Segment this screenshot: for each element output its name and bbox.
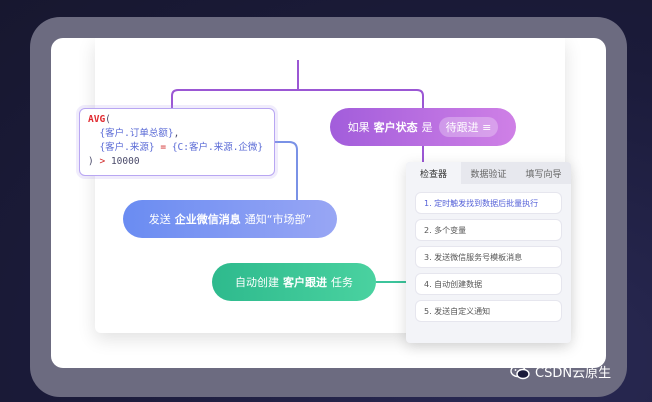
flow-editor-screen: AVG( {客户.订单总额}, {客户.来源} = {C:客户.来源.企微} )… <box>51 38 606 368</box>
watermark-text: CSDN云原生 <box>535 366 612 381</box>
formula-arg-source-value: {C:客户.来源.企微} <box>171 142 264 153</box>
panel-tabs: 检查器 数据验证 填写向导 <box>406 162 571 184</box>
formula-line-1: AVG( <box>88 113 266 127</box>
formula-arg-source: {客户.来源} <box>99 142 155 153</box>
list-item[interactable]: 1. 定时触发找到数据后批量执行 <box>415 192 562 214</box>
task-prefix: 自动创建 <box>235 276 279 289</box>
formula-equals: = <box>160 142 167 153</box>
formula-arg-order-total: {客户.订单总额} <box>99 128 174 139</box>
formula-greater-than: > <box>99 156 106 167</box>
formula-line-2: {客户.订单总额}, <box>88 127 266 141</box>
condition-node[interactable]: 如果 客户状态 是 待跟进 ≡ <box>330 108 516 146</box>
formula-line-3: {客户.来源} = {C:客户.来源.企微} <box>88 141 266 155</box>
tab-fill-wizard[interactable]: 填写向导 <box>525 169 562 180</box>
flow-connectors <box>171 60 424 283</box>
wechat-icon <box>510 364 530 380</box>
send-message-node[interactable]: 发送 企业微信消息 通知 “市场部” <box>123 200 337 238</box>
formula-line-4: ) > 10000 <box>88 155 266 169</box>
condition-field: 客户状态 <box>373 121 418 134</box>
list-item[interactable]: 5. 发送自定义通知 <box>415 300 562 322</box>
formula-function: AVG <box>88 114 106 125</box>
formula-node[interactable]: AVG( {客户.订单总额}, {客户.来源} = {C:客户.来源.企微} )… <box>79 108 275 176</box>
condition-verb: 是 <box>421 121 433 134</box>
formula-close-paren: ) <box>88 156 94 167</box>
inspector-panel: 检查器 数据验证 填写向导 1. 定时触发找到数据后批量执行 2. 多个变量 3… <box>406 162 571 343</box>
tab-data-validation[interactable]: 数据验证 <box>470 169 507 180</box>
connector-branch <box>171 89 424 108</box>
send-verb: 通知 <box>244 213 267 226</box>
panel-item-list: 1. 定时触发找到数据后批量执行 2. 多个变量 3. 发送微信服务号模板消息 … <box>406 184 571 322</box>
formula-threshold: 10000 <box>110 156 140 167</box>
list-item[interactable]: 2. 多个变量 <box>415 219 562 241</box>
watermark: CSDN云原生 <box>510 362 611 381</box>
list-item[interactable]: 3. 发送微信服务号模板消息 <box>415 246 562 268</box>
tab-inspector[interactable]: 检查器 <box>406 162 461 184</box>
send-target: “市场部” <box>266 213 312 226</box>
task-suffix: 任务 <box>331 276 353 289</box>
send-channel: 企业微信消息 <box>174 213 241 226</box>
formula-comma: , <box>173 128 180 139</box>
list-item[interactable]: 4. 自动创建数据 <box>415 273 562 295</box>
send-prefix: 发送 <box>148 213 171 226</box>
create-task-node[interactable]: 自动创建 客户跟进 任务 <box>212 263 376 301</box>
condition-prefix: 如果 <box>347 121 370 134</box>
condition-value-tag[interactable]: 待跟进 ≡ <box>438 117 499 137</box>
connector-formula-send <box>275 141 298 200</box>
condition-value: 待跟进 <box>445 121 479 134</box>
formula-open-paren: ( <box>105 114 111 125</box>
task-entity: 客户跟进 <box>283 276 327 289</box>
menu-icon: ≡ <box>482 121 492 134</box>
